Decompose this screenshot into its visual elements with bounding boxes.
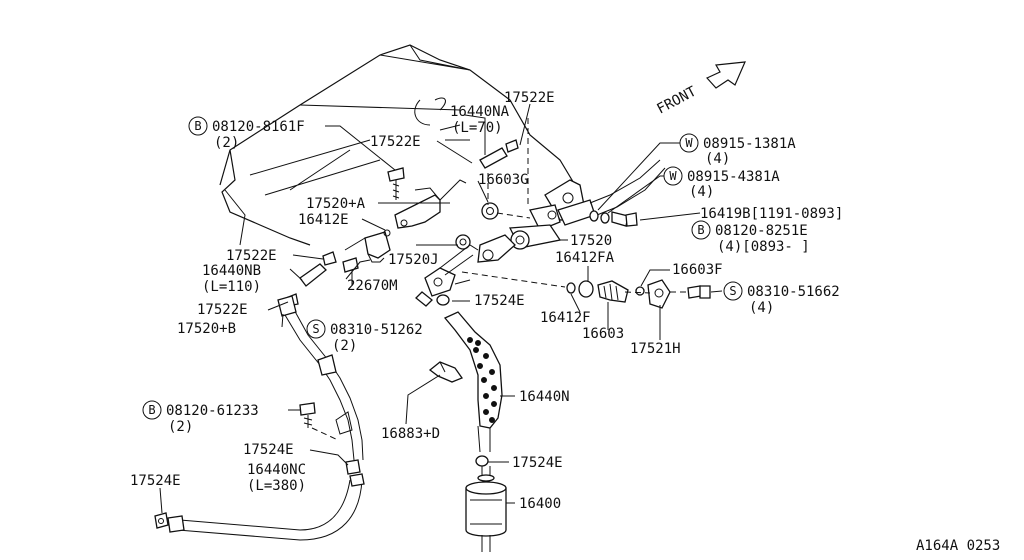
label-16440na-length: (L=70) bbox=[452, 120, 503, 136]
svg-text:W: W bbox=[669, 169, 677, 183]
label-08915-1381a: 08915-1381A bbox=[703, 136, 796, 152]
clip-17522e-left bbox=[322, 251, 337, 266]
pipe-17520j bbox=[415, 244, 479, 307]
badge-b-61233: B bbox=[142, 400, 162, 420]
label-08120-8251e: 08120-8251E bbox=[715, 223, 808, 239]
label-qty-4-a: (4) bbox=[705, 151, 730, 167]
label-16412e: 16412E bbox=[298, 212, 349, 228]
label-17520b: 17520+B bbox=[177, 321, 236, 337]
label-08120-61233: 08120-61233 bbox=[166, 403, 259, 419]
label-16440n: 16440N bbox=[519, 389, 570, 405]
svg-text:W: W bbox=[685, 136, 693, 150]
label-16603: 16603 bbox=[582, 326, 624, 342]
label-17520j: 17520J bbox=[388, 252, 439, 268]
label-qty-2-c: (2) bbox=[168, 419, 193, 435]
label-17524e-b: 17524E bbox=[243, 442, 294, 458]
front-label: FRONT bbox=[654, 83, 699, 117]
label-16412f: 16412F bbox=[540, 310, 591, 326]
label-qty-4-range: (4)[0893- ] bbox=[717, 239, 810, 255]
hose-16440nc bbox=[167, 473, 365, 541]
label-17522e-left: 17522E bbox=[226, 248, 277, 264]
badge-s-51662: S bbox=[723, 281, 743, 301]
washers-and-bolt-16419b bbox=[589, 210, 638, 227]
badge-w-4381a: W bbox=[663, 166, 683, 186]
clip-17524e-upper-nc bbox=[345, 459, 361, 475]
label-16440nc: 16440NC bbox=[247, 462, 306, 478]
part-labels: 17522E 16440NA (L=70) 08120-8161F (2) 17… bbox=[130, 90, 1000, 554]
hose-protector-dots bbox=[467, 337, 497, 423]
svg-text:S: S bbox=[312, 322, 319, 336]
reference-dashes bbox=[461, 118, 688, 294]
clip-16883d bbox=[428, 361, 464, 383]
label-17522e-low: 17522E bbox=[197, 302, 248, 318]
svg-text:B: B bbox=[697, 223, 704, 237]
label-22670m: 22670M bbox=[347, 278, 398, 294]
label-17522e-top: 17522E bbox=[504, 90, 555, 106]
label-16440nb: 16440NB bbox=[202, 263, 261, 279]
badge-s-51262: S bbox=[306, 319, 326, 339]
injector-subassembly bbox=[566, 279, 711, 309]
hose-16440n bbox=[443, 311, 503, 453]
badge-b-8251e: B bbox=[691, 220, 711, 240]
label-17520: 17520 bbox=[570, 233, 612, 249]
leader-lines bbox=[159, 103, 723, 514]
gasket-17520j-side bbox=[455, 234, 471, 250]
label-16603f: 16603F bbox=[672, 262, 723, 278]
label-16419b: 16419B[1191-0893] bbox=[700, 206, 843, 222]
badge-w-1381a: W bbox=[679, 133, 699, 153]
label-16440nb-length: (L=110) bbox=[202, 279, 261, 295]
fuel-filter-16400 bbox=[465, 466, 507, 552]
label-17520a: 17520+A bbox=[306, 196, 366, 212]
pipe-17520b bbox=[277, 295, 364, 461]
badge-b-8161f: B bbox=[188, 116, 208, 136]
label-16400: 16400 bbox=[519, 496, 561, 512]
bolt-08120-8161f bbox=[387, 167, 405, 200]
clip-17524e-bottom-left bbox=[154, 512, 169, 529]
front-arrow: FRONT bbox=[654, 61, 746, 118]
label-qty-4-b: (4) bbox=[689, 184, 714, 200]
label-qty-4-c: (4) bbox=[749, 300, 774, 316]
label-17524e-d: 17524E bbox=[512, 455, 563, 471]
label-qty-2-a: (2) bbox=[214, 135, 239, 151]
clip-17524e-b bbox=[475, 455, 489, 467]
label-08310-51262: 08310-51262 bbox=[330, 322, 423, 338]
diagram-ref-code: A164A 0253 bbox=[916, 538, 1000, 554]
engine-cover-outline bbox=[219, 44, 576, 246]
hose-16440nb bbox=[299, 263, 327, 287]
label-16603g: 16603G bbox=[478, 172, 529, 188]
label-16440nc-length: (L=380) bbox=[247, 478, 306, 494]
label-qty-2-b: (2) bbox=[332, 338, 357, 354]
label-08915-4381a: 08915-4381A bbox=[687, 169, 780, 185]
gasket-16603g bbox=[481, 202, 499, 220]
label-08310-51662: 08310-51662 bbox=[747, 284, 840, 300]
clip-17524e-a bbox=[436, 294, 450, 306]
bolt-08120-61233 bbox=[299, 402, 339, 441]
svg-text:S: S bbox=[729, 284, 736, 298]
label-17524e-a: 17524E bbox=[474, 293, 525, 309]
svg-text:B: B bbox=[194, 119, 201, 133]
label-17521h: 17521H bbox=[630, 341, 681, 357]
label-16440na: 16440NA bbox=[450, 104, 510, 120]
label-17522e-mid: 17522E bbox=[370, 134, 421, 150]
hose-16440na bbox=[479, 139, 519, 169]
label-08120-8161f: 08120-8161F bbox=[212, 119, 305, 135]
svg-text:B: B bbox=[148, 403, 155, 417]
bracket-17520a bbox=[394, 179, 467, 229]
label-16412fa: 16412FA bbox=[555, 250, 615, 266]
label-16883d: 16883+D bbox=[381, 426, 440, 442]
label-17524e-c: 17524E bbox=[130, 473, 181, 489]
clip-16412e bbox=[344, 229, 391, 263]
